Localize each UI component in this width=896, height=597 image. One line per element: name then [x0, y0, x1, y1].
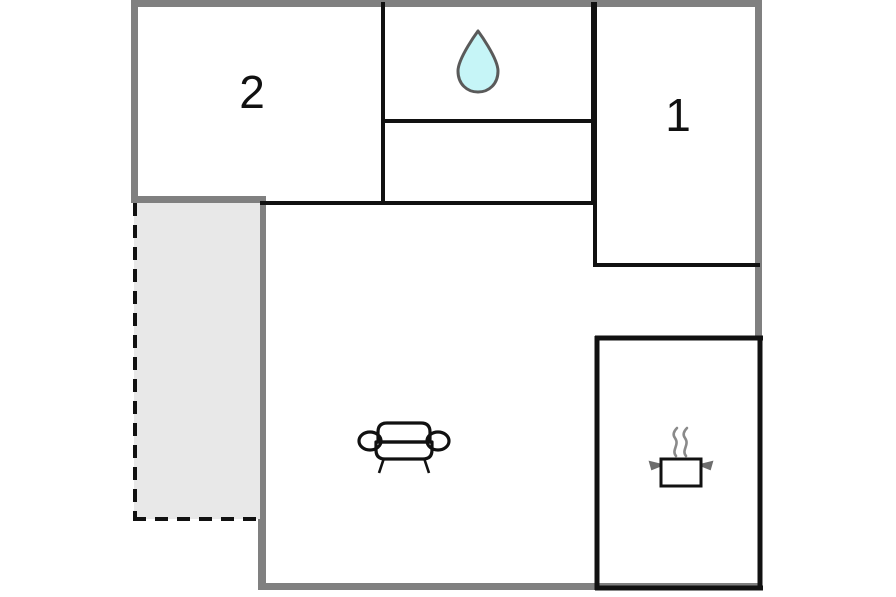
balcony-area — [133, 203, 262, 521]
outer-walls — [131, 0, 762, 590]
sofa-arm-left — [357, 430, 383, 452]
outer-wall-top — [131, 0, 762, 7]
outer-wall-right — [755, 0, 762, 338]
sofa-seat — [374, 440, 434, 461]
outer-wall-left-upper — [131, 0, 138, 203]
interior-walls — [260, 2, 760, 267]
room-number-1: 1 — [665, 89, 691, 141]
room-number-2: 2 — [239, 66, 265, 118]
sofa-arm-right — [425, 430, 451, 452]
water-drop-icon — [456, 29, 500, 94]
pot-body — [659, 457, 703, 488]
cooking-pot-icon — [648, 426, 714, 488]
sofa-icon — [357, 421, 451, 474]
kitchen-outline — [594, 335, 763, 591]
outer-wall-bottom — [258, 583, 762, 590]
outer-wall-living-left — [258, 196, 266, 590]
sofa-backrest — [376, 421, 432, 444]
pot-handle-right — [696, 460, 714, 471]
sofa-leg-right — [422, 457, 431, 474]
steam-right — [682, 426, 689, 458]
pot-handle-left — [648, 460, 666, 471]
outer-wall-room2-bottom — [131, 196, 266, 203]
sofa-leg-left — [377, 457, 386, 474]
water-drop-shape — [456, 29, 500, 94]
steam-left — [672, 426, 679, 458]
balcony-fill — [134, 203, 260, 519]
